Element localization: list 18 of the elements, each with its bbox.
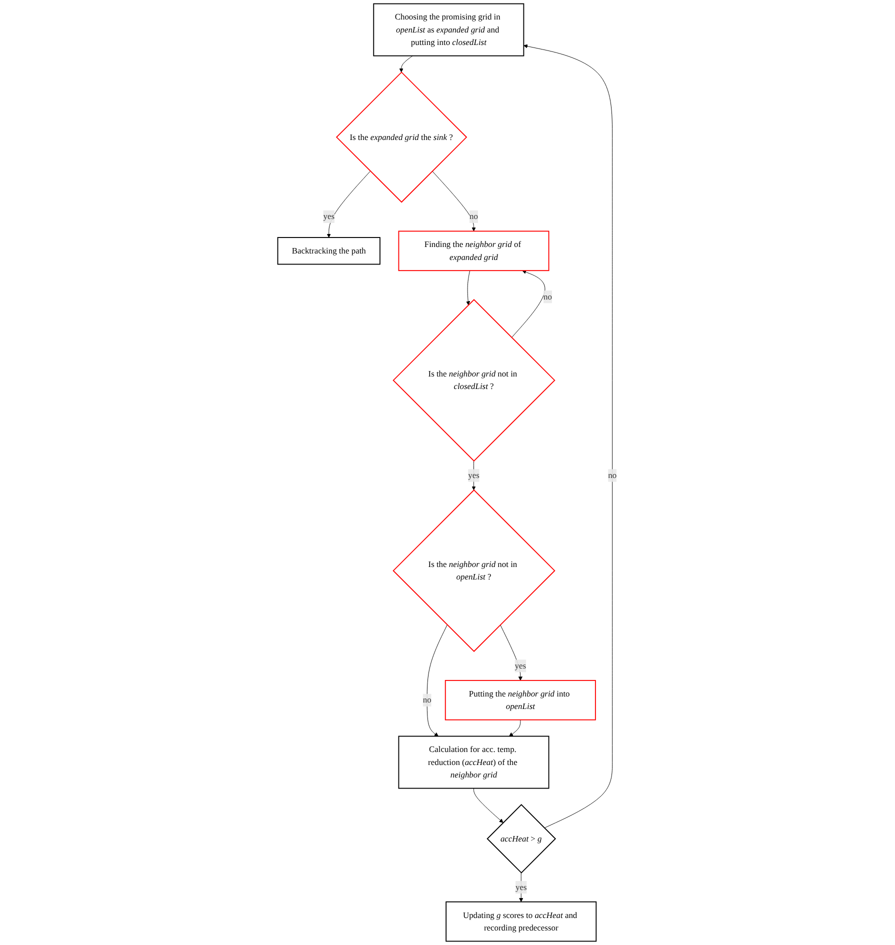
node-diamond: accHeat > g [487,804,556,874]
node-box: Finding the neighbor grid of expanded grid [398,230,550,272]
node-box: Updating g scores to accHeat and recording predecessor [446,901,597,942]
node-diamond: Is the neighbor grid not in closedList ? [393,299,556,462]
node-box: Calculation for acc. temp. reduction (accHeat) of the neighbor grid [398,736,550,789]
edge-label: no [423,695,432,705]
edge-label: yes [515,660,526,670]
edge-label: yes [468,470,480,480]
node-box: Choosing the promising grid in openList as expanded grid and putting into closedList [374,3,525,56]
edge-label: no [608,470,617,480]
node-box: Backtracking the path [278,237,381,265]
edge-label: no [470,212,478,222]
edge-label: yes [324,212,335,222]
node-box: Putting the neighbor grid into openList [445,680,596,720]
node-diamond: Is the expanded grid the sink ? [336,72,468,203]
edge-label: yes [516,882,528,892]
edge-label: no [544,292,552,302]
node-diamond: Is the neighbor grid not in openList ? [393,489,556,652]
